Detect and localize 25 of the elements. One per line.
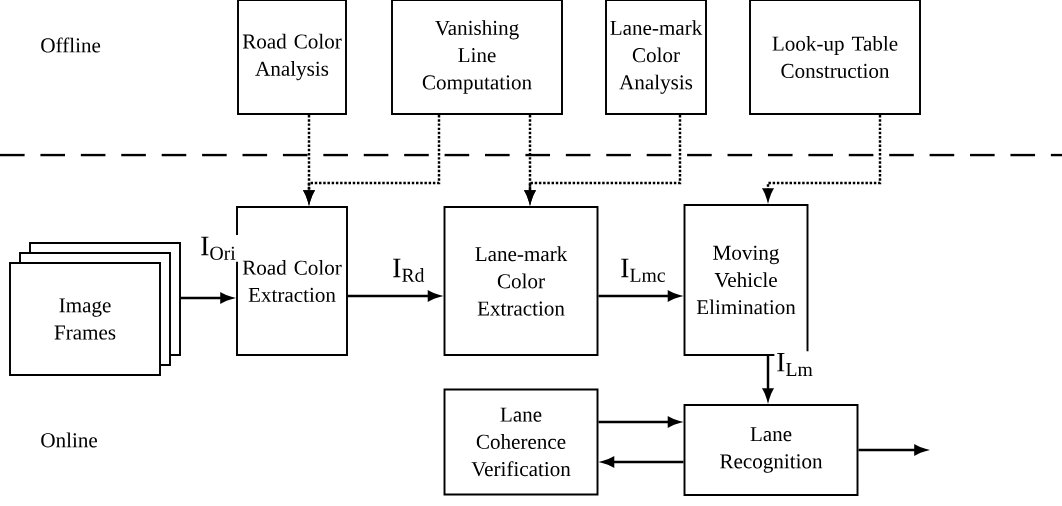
process-box: Lane Recognition bbox=[683, 404, 859, 496]
edge-label: I$_{Lmc}$ bbox=[618, 257, 669, 284]
process-box: Lane-mark Color Extraction bbox=[443, 206, 599, 356]
stacked-frames: Image Frames bbox=[9, 242, 181, 376]
edge-label: I$_{Lm}$ bbox=[774, 351, 816, 378]
section-label: Offline bbox=[41, 37, 101, 53]
process-box: Look-up Table Construction bbox=[749, 0, 921, 115]
connector-line bbox=[524, 115, 682, 203]
process-box: Vanishing Line Computation bbox=[391, 0, 563, 115]
process-box: Road Color Analysis bbox=[237, 0, 347, 115]
connector-line bbox=[303, 115, 441, 203]
process-box: Lane Coherence Verification bbox=[443, 388, 599, 496]
process-box: Lane-mark Color Analysis bbox=[605, 0, 707, 115]
edge-label: I$_{Rd}$ bbox=[390, 257, 428, 284]
connector-line bbox=[762, 115, 882, 201]
arrow bbox=[180, 292, 233, 304]
arrow bbox=[347, 290, 440, 302]
arrow bbox=[762, 356, 774, 401]
arrow bbox=[858, 444, 927, 456]
arrow bbox=[598, 416, 680, 428]
edge-label: I$_{Ori}$ bbox=[198, 235, 239, 262]
section-label: Online bbox=[41, 432, 97, 448]
arrow bbox=[598, 290, 680, 302]
arrow bbox=[602, 456, 684, 468]
process-box: Road Color Extraction bbox=[236, 206, 348, 356]
